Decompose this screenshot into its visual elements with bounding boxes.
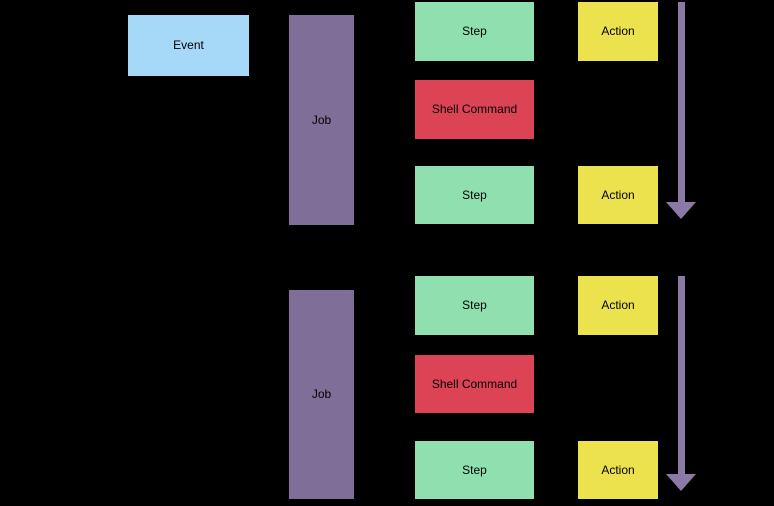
step-label: Step xyxy=(462,24,487,39)
event-label: Event xyxy=(173,38,204,53)
action-label: Action xyxy=(601,187,635,202)
arrow-head-down-icon xyxy=(666,474,696,491)
arrow-head-down-icon xyxy=(666,202,696,219)
action-label: Action xyxy=(601,298,635,313)
action-node-1: Action xyxy=(578,2,658,61)
arrow-shaft xyxy=(677,2,685,202)
step-node-4: Step xyxy=(415,441,534,499)
action-label: Action xyxy=(601,462,635,477)
shell-command-label: Shell Command xyxy=(431,102,518,117)
shell-command-label: Shell Command xyxy=(431,376,518,391)
shell-command-node-2: Shell Command xyxy=(415,355,534,413)
step-label: Step xyxy=(462,462,487,477)
step-node-2: Step xyxy=(415,166,534,224)
action-label: Action xyxy=(601,24,635,39)
action-node-4: Action xyxy=(578,441,658,499)
job-node-1: Job xyxy=(289,15,354,225)
flow-arrow-down-1 xyxy=(666,2,696,219)
action-node-2: Action xyxy=(578,166,658,224)
job-label: Job xyxy=(311,112,332,127)
step-label: Step xyxy=(462,187,487,202)
step-node-1: Step xyxy=(415,2,534,61)
job-node-2: Job xyxy=(289,290,354,499)
shell-command-node-1: Shell Command xyxy=(415,80,534,139)
job-label: Job xyxy=(311,387,332,402)
step-label: Step xyxy=(462,298,487,313)
event-node: Event xyxy=(128,15,249,76)
step-node-3: Step xyxy=(415,276,534,335)
action-node-3: Action xyxy=(578,276,658,335)
arrow-shaft xyxy=(677,276,685,474)
flow-arrow-down-2 xyxy=(666,276,696,491)
